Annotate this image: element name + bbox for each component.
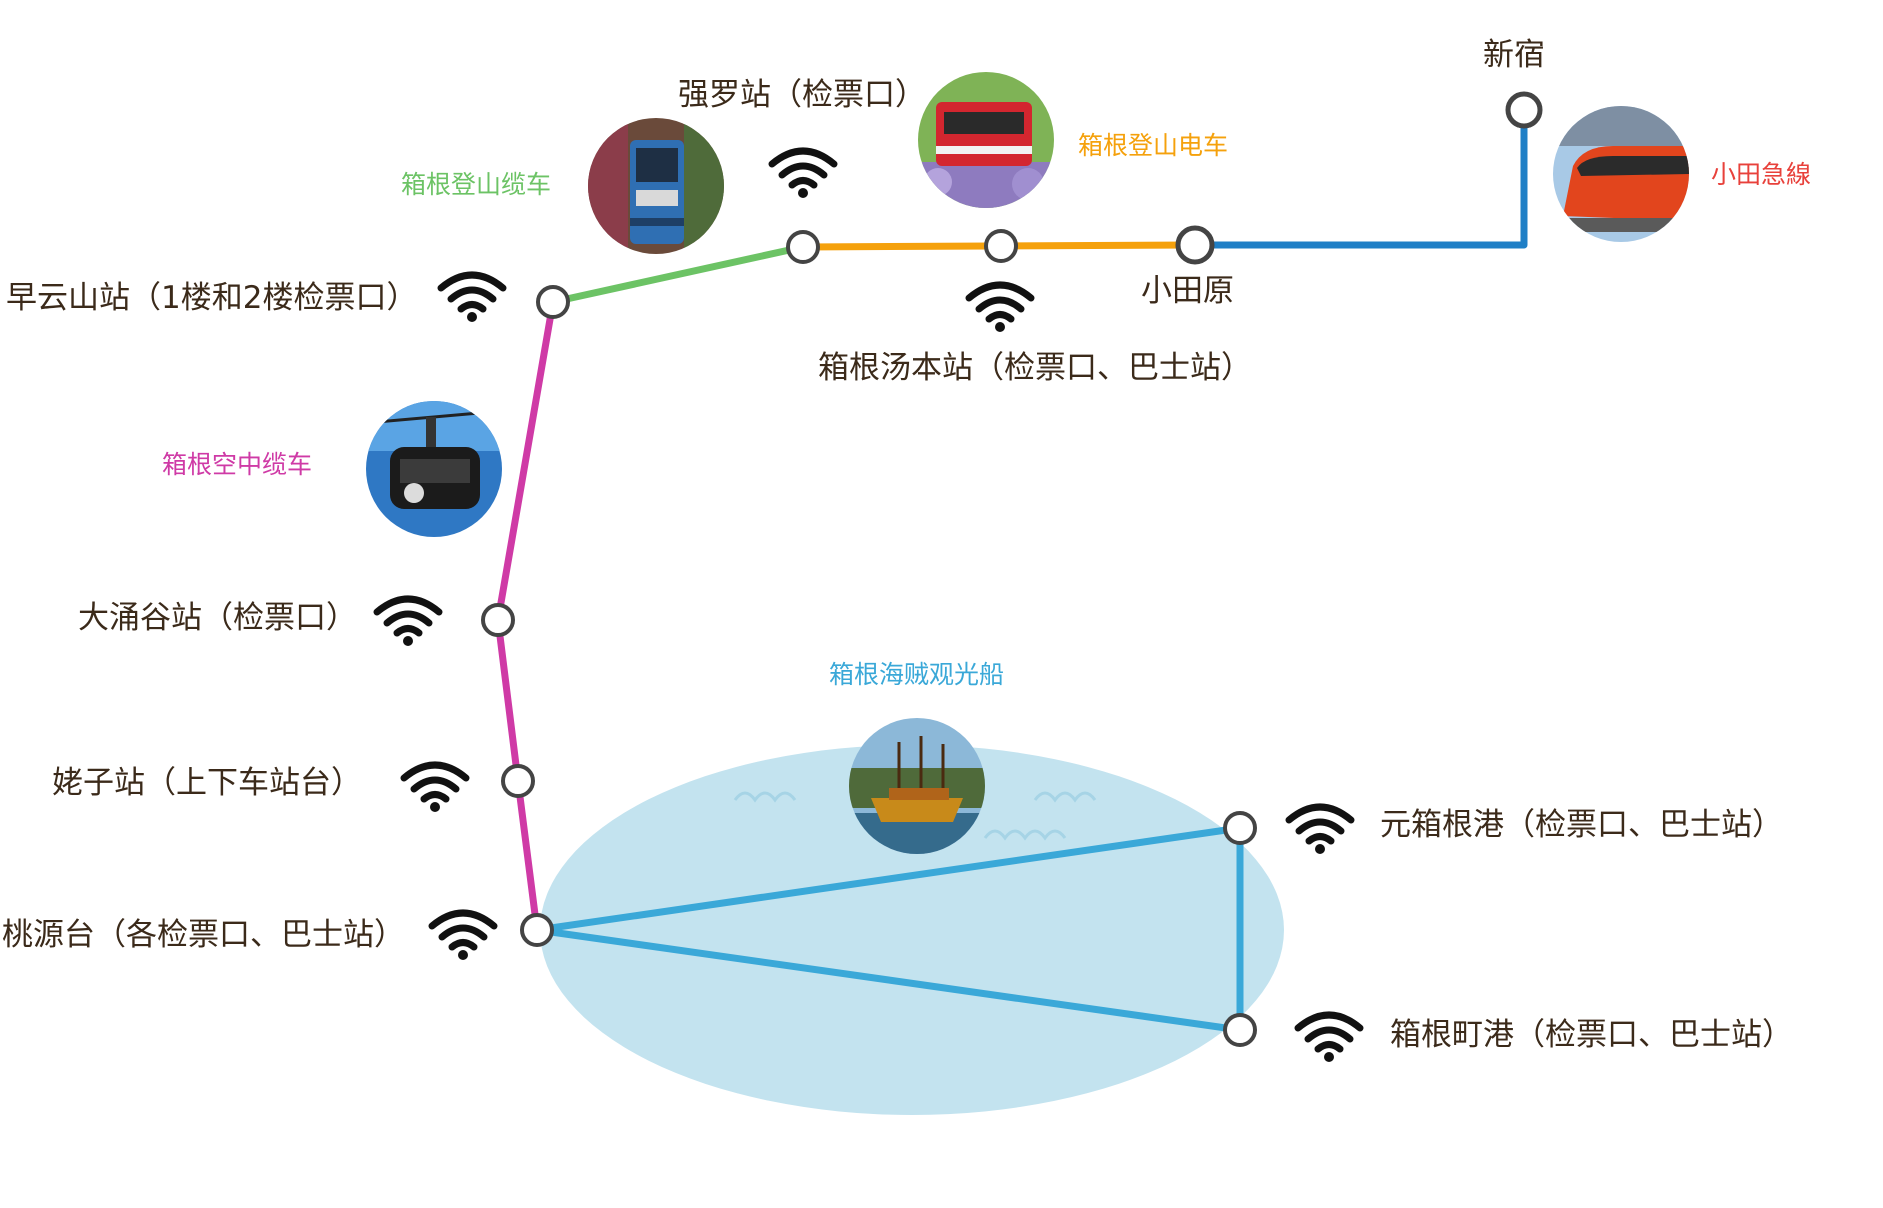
odakyu-romancecar-photo xyxy=(1553,106,1689,242)
wifi-icon xyxy=(400,760,470,812)
station-label-odawara[interactable]: 小田原 xyxy=(1141,273,1234,309)
station-marker-shinjuku[interactable] xyxy=(1505,91,1543,129)
lake-ashi xyxy=(540,745,1284,1115)
station-label-ubako[interactable]: 姥子站（上下车站台） xyxy=(52,765,362,801)
station-marker-togendai[interactable] xyxy=(520,913,554,947)
odakyu-line-label: 小田急線 xyxy=(1711,160,1812,189)
station-label-hakonemachi[interactable]: 箱根町港（检票口、巴士站） xyxy=(1390,1017,1793,1053)
wifi-icon xyxy=(965,280,1035,332)
ropeway-line-label: 箱根空中缆车 xyxy=(162,450,313,479)
wifi-icon xyxy=(768,146,838,198)
cable-car-photo xyxy=(588,118,724,254)
station-marker-odawara[interactable] xyxy=(1175,225,1215,265)
pirate-ship-route xyxy=(536,824,1244,1034)
station-marker-sounzan[interactable] xyxy=(536,285,570,319)
station-label-motohakone[interactable]: 元箱根港（检票口、巴士站） xyxy=(1380,807,1783,843)
ropeway-line xyxy=(494,301,557,931)
station-markers xyxy=(481,91,1543,1047)
wifi-icon xyxy=(1294,1010,1364,1062)
station-marker-owakudani[interactable] xyxy=(481,603,515,637)
lake-waves xyxy=(733,791,1097,841)
station-marker-ubako[interactable] xyxy=(501,764,535,798)
cable-car-line-label: 箱根登山缆车 xyxy=(401,170,552,199)
ropeway-gondola-photo xyxy=(366,401,502,537)
station-marker-hakonemachi[interactable] xyxy=(1223,1013,1257,1047)
wifi-icon xyxy=(1285,802,1355,854)
station-label-shinjuku[interactable]: 新宿 xyxy=(1483,37,1545,73)
cable-car-line xyxy=(552,243,804,306)
wifi-icon xyxy=(437,270,507,322)
station-marker-gora[interactable] xyxy=(786,230,820,264)
station-marker-motohakone[interactable] xyxy=(1223,811,1257,845)
station-marker-hakone-yumoto[interactable] xyxy=(984,229,1018,263)
wifi-icon xyxy=(428,908,498,960)
station-label-sounzan[interactable]: 早云山站（1楼和2楼检票口） xyxy=(6,280,418,316)
pirate-ship-photo xyxy=(849,718,985,854)
station-label-togendai[interactable]: 桃源台（各检票口、巴士站） xyxy=(2,917,405,953)
pirate-ship-line-label: 箱根海贼观光船 xyxy=(829,660,1005,689)
wifi-icon xyxy=(373,594,443,646)
station-label-gora[interactable]: 强罗站（检票口） xyxy=(678,77,926,113)
odakyu-line xyxy=(1193,110,1528,249)
tozan-train-line-label: 箱根登山电车 xyxy=(1078,131,1229,160)
tozan-train-photo xyxy=(918,72,1054,208)
station-label-owakudani[interactable]: 大涌谷站（检票口） xyxy=(78,600,357,636)
station-label-hakone-yumoto[interactable]: 箱根汤本站（检票口、巴士站） xyxy=(818,350,1252,386)
